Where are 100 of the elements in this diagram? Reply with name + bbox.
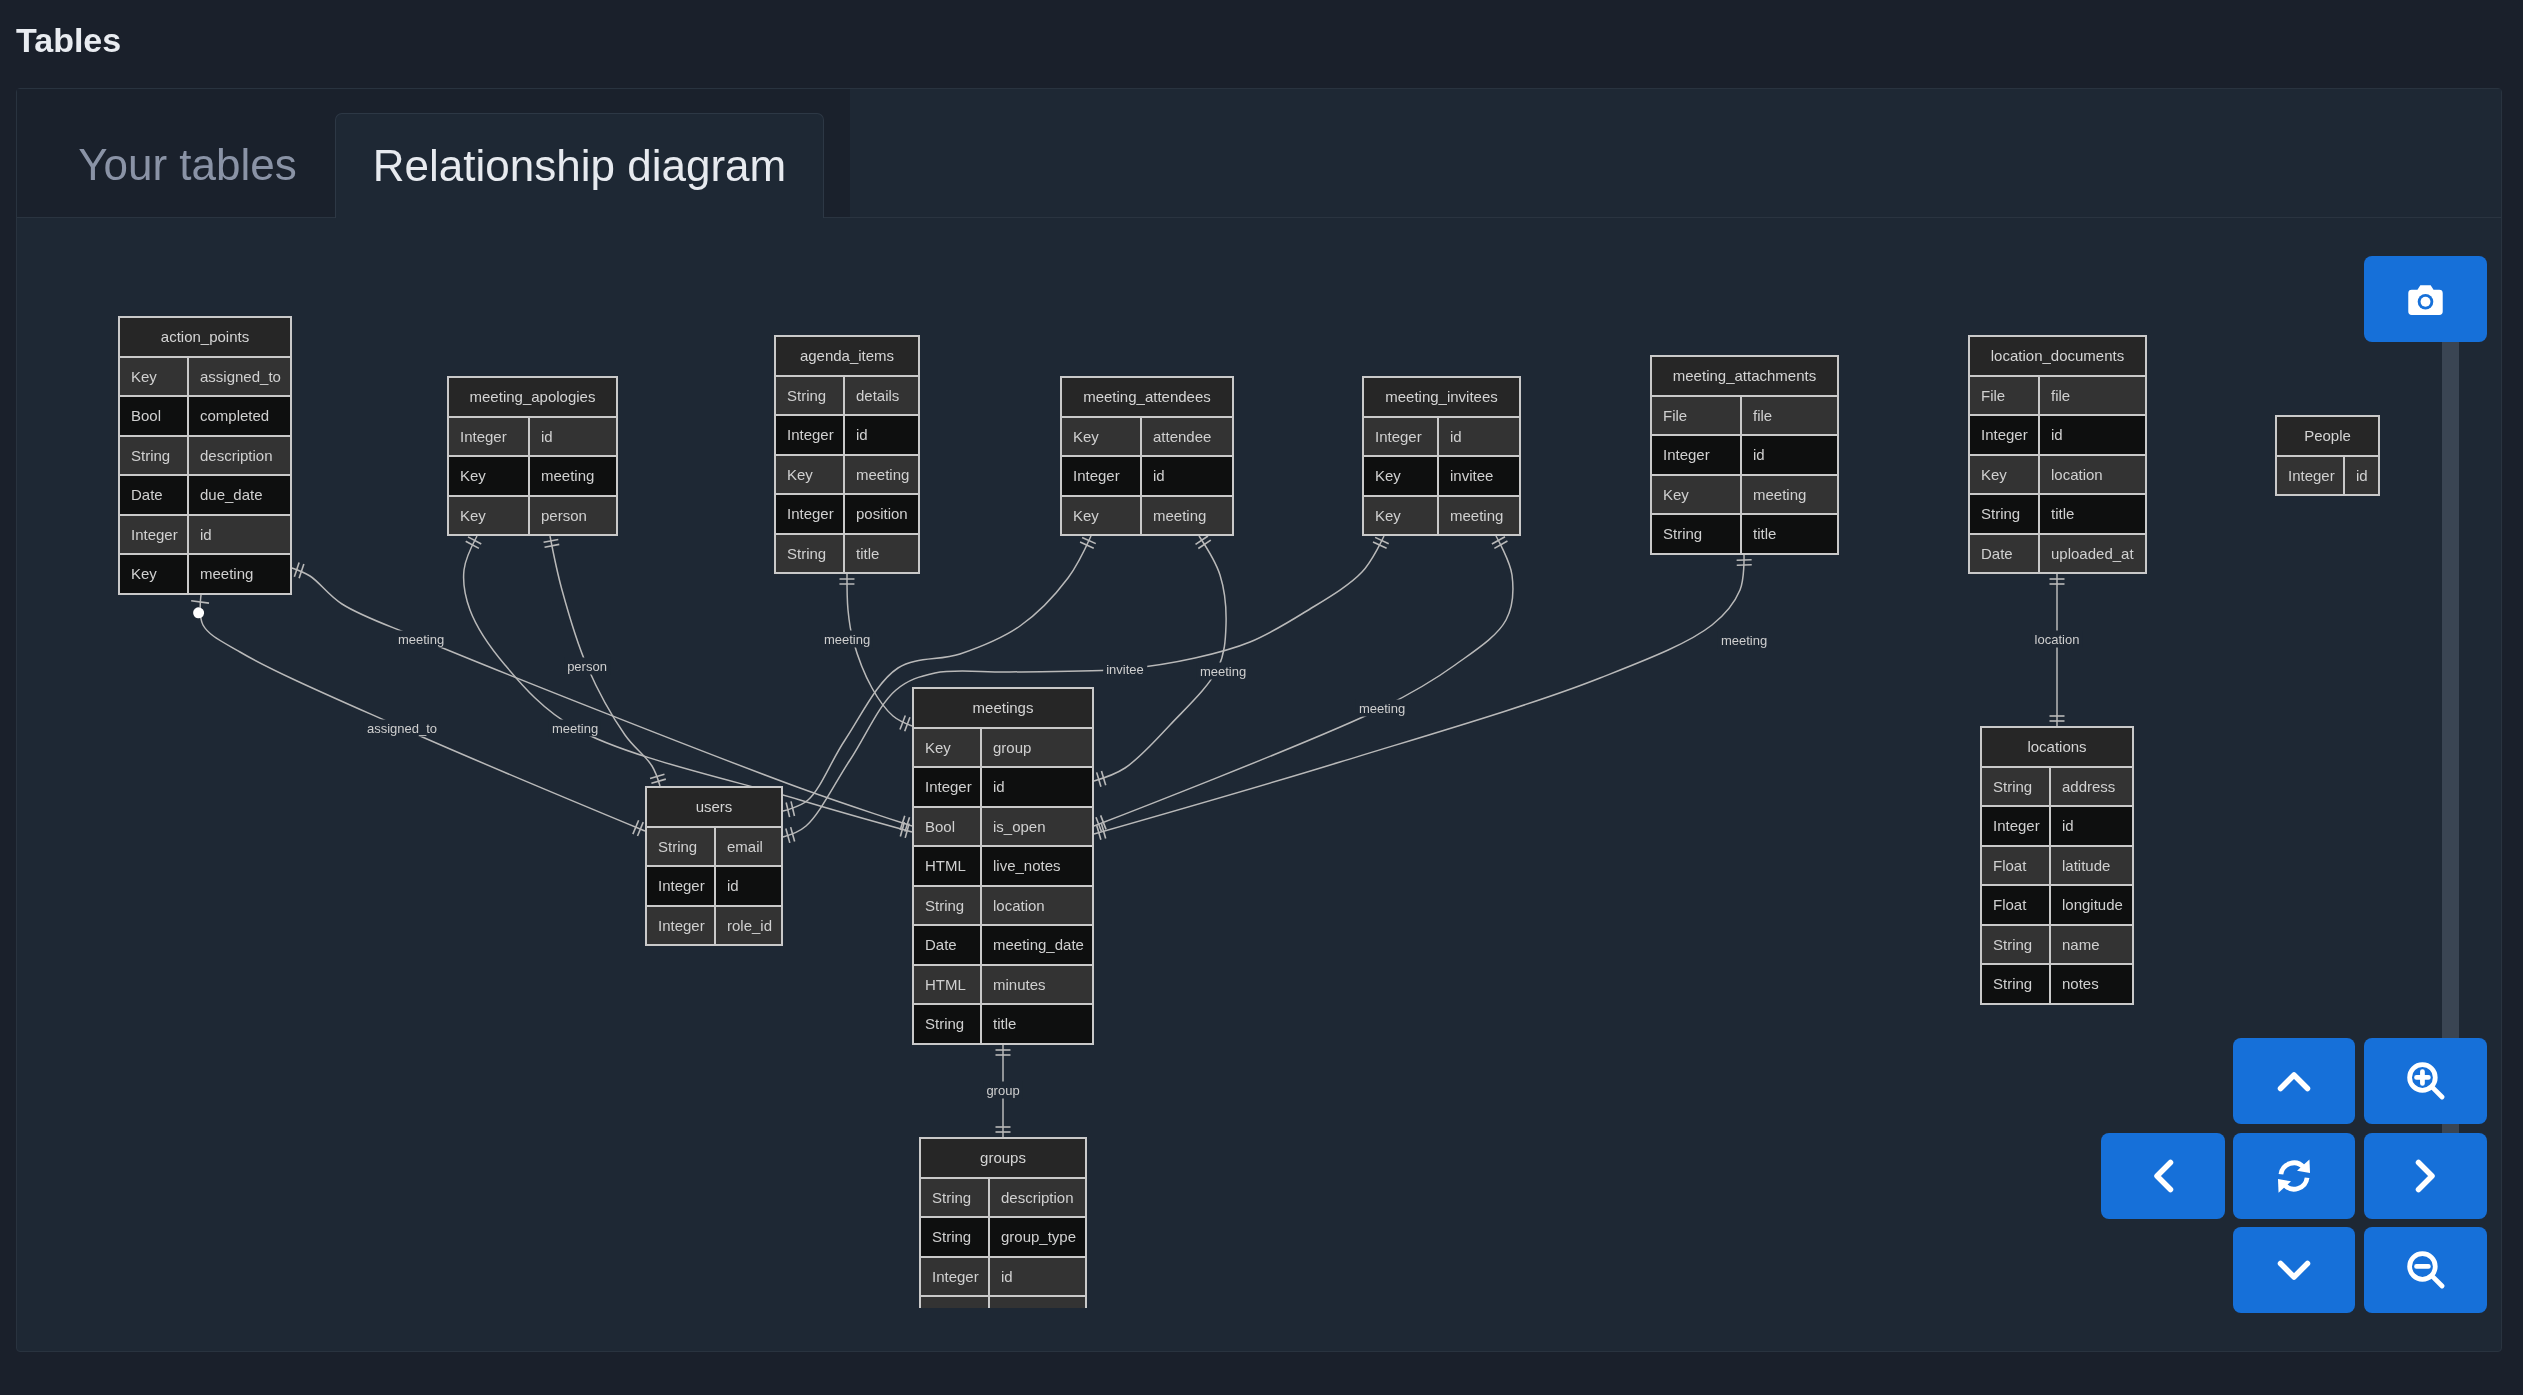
data-type-cell: Key [1364, 457, 1437, 495]
data-type-cell: Integer [647, 867, 714, 905]
field-name-cell: email [716, 827, 781, 865]
data-type-cell: Key [776, 455, 843, 493]
relationship-line [782, 535, 1389, 844]
data-type-cell: Key [1364, 496, 1437, 534]
field-name-cell: id [189, 515, 290, 553]
data-type-cell: File [1652, 396, 1740, 434]
field-name-cell: meeting [845, 455, 918, 493]
active-tab: Relationship diagram [335, 113, 824, 218]
data-type-cell: Integer [2277, 456, 2343, 494]
relationship-line [2049, 573, 2065, 727]
table-header: meeting_attachments [1652, 357, 1837, 395]
field-name-cell: is_open [982, 807, 1092, 845]
field-name-cell: details [845, 376, 918, 414]
relationship-line [291, 562, 913, 832]
field-name-cell: meeting_date [982, 926, 1092, 964]
table [1650, 355, 1839, 555]
field-name-cell: title [982, 1005, 1092, 1043]
data-type-cell: Key [1970, 455, 2038, 493]
field-name-cell: name [2051, 925, 2132, 963]
data-type-cell: String [1652, 515, 1740, 553]
field-name-cell: due_date [189, 476, 290, 514]
table [912, 687, 1094, 1045]
table-header: meetings [914, 689, 1092, 727]
data-type-cell: String [120, 436, 187, 474]
data-type-cell: Integer [914, 768, 980, 806]
data-type-cell: Float [1982, 846, 2049, 884]
field-name-cell: invitee [1439, 457, 1519, 495]
table-header: groups [921, 1139, 1085, 1177]
field-name-cell: uploaded_at [2040, 534, 2145, 572]
field-name-cell: id [845, 416, 918, 454]
data-type-cell: Key [449, 496, 528, 534]
data-type-cell: String [647, 827, 714, 865]
table-header: locations [1982, 728, 2132, 766]
data-type-cell: String [1970, 495, 2038, 533]
field-name-cell: file [1742, 396, 1837, 434]
field-name-cell: id [990, 1257, 1085, 1295]
data-type-cell: Key [1652, 475, 1740, 513]
data-type-cell: Key [1062, 496, 1140, 534]
data-type-cell: Float [1982, 886, 2049, 924]
data-type-cell: Key [1062, 417, 1140, 455]
data-type-cell: Integer [1364, 417, 1437, 455]
data-type-cell: String [921, 1178, 988, 1216]
relationship-line [543, 535, 667, 787]
data-type-cell: Integer [1970, 416, 2038, 454]
field-name-cell: person [530, 496, 616, 534]
data-type-cell: Integer [1062, 457, 1140, 495]
data-type-cell: Integer [120, 515, 187, 553]
field-name-cell: id [1742, 436, 1837, 474]
table [2275, 415, 2380, 496]
table-header: users [647, 788, 781, 826]
field-name-cell: notes [2051, 965, 2132, 1003]
table [1980, 726, 2134, 1005]
relationship-line [839, 573, 913, 732]
field-name-cell: longitude [2051, 886, 2132, 924]
field-name-cell: location [2040, 455, 2145, 493]
table-header: location_documents [1970, 337, 2145, 375]
data-type-cell: Integer [449, 417, 528, 455]
data-type-cell: String [914, 1005, 980, 1043]
table-header: meeting_attendees [1062, 378, 1232, 416]
field-name-cell: title [845, 534, 918, 572]
table [645, 786, 783, 946]
table [447, 376, 618, 536]
field-name-cell: meeting [1742, 475, 1837, 513]
data-type-cell: File [1970, 376, 2038, 414]
field-name-cell: id [2040, 416, 2145, 454]
field-name-cell: position [845, 495, 918, 533]
field-name-cell: latitude [2051, 846, 2132, 884]
table [774, 335, 920, 574]
relationship-line [1093, 535, 1227, 787]
table [919, 1137, 1087, 1308]
field-name-cell: id [2051, 807, 2132, 845]
table [1968, 335, 2147, 574]
data-type-cell: HTML [914, 847, 980, 885]
field-name-cell: attendee [1142, 417, 1232, 455]
data-type-cell: Date [914, 926, 980, 964]
field-name-cell: title [1742, 515, 1837, 553]
data-type-cell: Key [120, 357, 187, 395]
data-type-cell: Date [1970, 534, 2038, 572]
field-name-cell: completed [189, 397, 290, 435]
field-name-cell: id [1142, 457, 1232, 495]
field-name-cell: meeting [1142, 496, 1232, 534]
field-name-cell: address [2051, 767, 2132, 805]
field-name-cell: live_notes [982, 847, 1092, 885]
field-name-cell: meeting [189, 555, 290, 593]
data-type-cell: Integer [647, 906, 714, 944]
data-type-cell: String [914, 886, 980, 924]
relationship-line [191, 594, 646, 837]
data-type-cell: String [1982, 965, 2049, 1003]
field-name-cell: id [530, 417, 616, 455]
field-name-cell: role_id [716, 906, 781, 944]
table [1362, 376, 1521, 536]
field-name-cell: assigned_to [189, 357, 290, 395]
table-header: meeting_apologies [449, 378, 616, 416]
data-type-cell: String [776, 534, 843, 572]
table-header: People [2277, 417, 2378, 455]
field-name-cell: group_type [990, 1218, 1085, 1256]
data-type-cell: Key [449, 457, 528, 495]
table-header: agenda_items [776, 337, 918, 375]
